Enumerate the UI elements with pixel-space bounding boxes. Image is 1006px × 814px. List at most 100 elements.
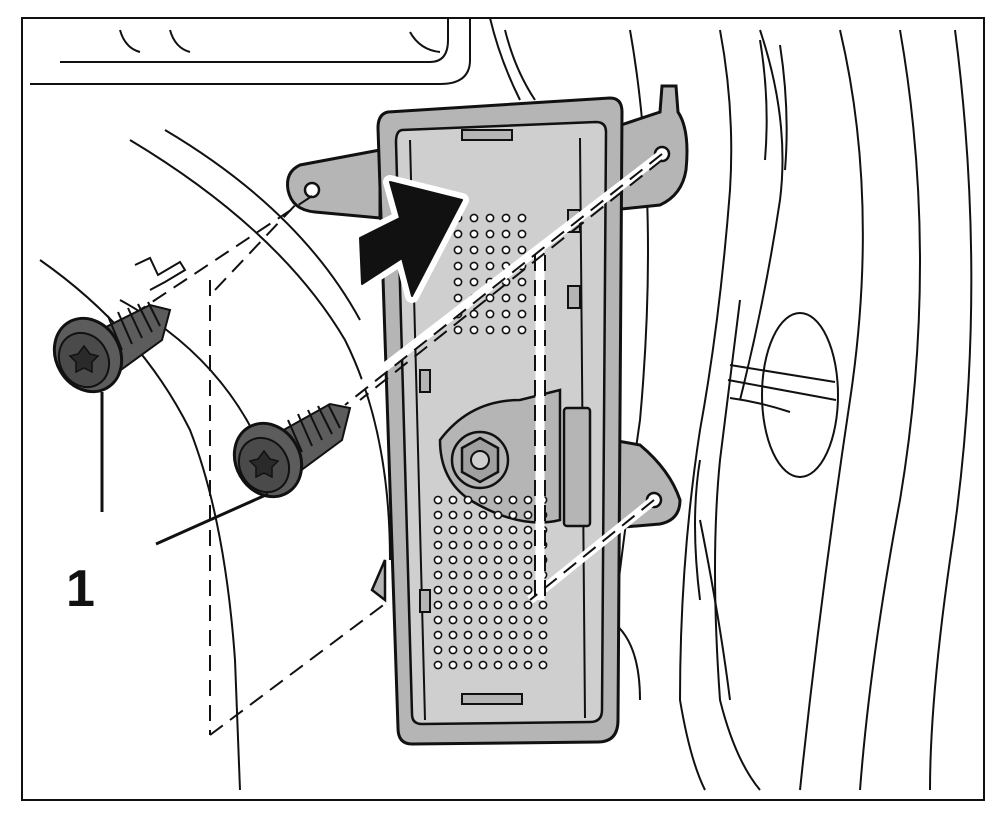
vent-hole xyxy=(463,645,473,655)
vent-hole xyxy=(508,555,518,565)
vent-hole xyxy=(469,277,479,287)
vent-hole xyxy=(469,245,479,255)
vent-hole xyxy=(469,261,479,271)
vent-hole xyxy=(478,660,488,670)
vent-hole xyxy=(493,645,503,655)
vent-hole xyxy=(478,525,488,535)
vent-hole xyxy=(478,555,488,565)
vent-hole xyxy=(469,325,479,335)
vent-hole xyxy=(433,660,443,670)
vent-hole xyxy=(493,495,503,505)
vent-hole xyxy=(517,213,527,223)
screw-upper xyxy=(52,301,172,394)
vent-hole xyxy=(448,600,458,610)
vent-hole xyxy=(433,540,443,550)
vent-hole xyxy=(508,645,518,655)
vent-hole xyxy=(463,600,473,610)
vent-hole xyxy=(463,510,473,520)
vent-hole xyxy=(523,510,533,520)
vent-hole xyxy=(517,325,527,335)
vent-hole xyxy=(463,525,473,535)
vent-hole xyxy=(478,600,488,610)
vent-hole xyxy=(493,600,503,610)
dashed-guides xyxy=(139,153,663,736)
vent-hole xyxy=(448,570,458,580)
vent-hole xyxy=(538,615,548,625)
vent-hole xyxy=(448,615,458,625)
vent-hole xyxy=(453,325,463,335)
control-module xyxy=(286,84,689,746)
vent-hole xyxy=(493,540,503,550)
vent-hole xyxy=(493,570,503,580)
vent-hole xyxy=(453,261,463,271)
vent-hole xyxy=(517,293,527,303)
vent-hole xyxy=(453,293,463,303)
vent-hole xyxy=(501,325,511,335)
vent-hole xyxy=(463,570,473,580)
vent-hole xyxy=(448,540,458,550)
screw-lower xyxy=(232,402,352,499)
vent-hole xyxy=(508,630,518,640)
vent-hole xyxy=(523,600,533,610)
vent-hole xyxy=(485,245,495,255)
vent-hole xyxy=(433,645,443,655)
vent-hole xyxy=(469,229,479,239)
vent-hole xyxy=(508,510,518,520)
vent-hole xyxy=(433,555,443,565)
vent-hole xyxy=(448,495,458,505)
vent-hole xyxy=(448,585,458,595)
vent-hole xyxy=(448,555,458,565)
vent-hole xyxy=(463,540,473,550)
vent-hole xyxy=(433,585,443,595)
vent-hole xyxy=(523,645,533,655)
vent-hole xyxy=(523,540,533,550)
vent-hole xyxy=(478,540,488,550)
vent-hole xyxy=(538,645,548,655)
callout-leaders xyxy=(100,392,269,546)
vent-hole xyxy=(463,555,473,565)
vent-hole xyxy=(433,615,443,625)
vent-hole xyxy=(508,495,518,505)
vent-hole xyxy=(517,309,527,319)
vent-hole xyxy=(508,600,518,610)
vent-hole xyxy=(478,495,488,505)
vent-hole xyxy=(433,495,443,505)
vent-hole xyxy=(538,600,548,610)
vent-hole xyxy=(433,510,443,520)
vent-hole xyxy=(478,585,488,595)
vent-hole xyxy=(463,660,473,670)
vent-hole xyxy=(485,309,495,319)
vent-hole xyxy=(453,277,463,287)
vent-hole xyxy=(501,309,511,319)
vent-hole xyxy=(523,555,533,565)
vent-hole xyxy=(469,213,479,223)
callout-label-1: 1 xyxy=(66,560,95,618)
vent-hole xyxy=(469,309,479,319)
vent-hole xyxy=(478,615,488,625)
vent-hole xyxy=(493,660,503,670)
vent-hole xyxy=(493,510,503,520)
vent-hole xyxy=(517,277,527,287)
install-direction-arrow xyxy=(353,175,469,303)
torx-recess-icon xyxy=(68,344,100,374)
vent-hole xyxy=(493,585,503,595)
vent-hole xyxy=(501,229,511,239)
vent-hole xyxy=(453,245,463,255)
torx-recess-icon xyxy=(248,449,280,479)
vent-hole xyxy=(501,213,511,223)
vent-hole xyxy=(485,261,495,271)
vent-hole xyxy=(493,555,503,565)
vent-hole xyxy=(493,525,503,535)
vent-hole xyxy=(523,525,533,535)
vent-hole xyxy=(485,229,495,239)
vent-hole xyxy=(448,525,458,535)
vent-hole xyxy=(433,525,443,535)
leader-line-lower-screw xyxy=(155,492,269,546)
vent-hole xyxy=(463,630,473,640)
vent-hole xyxy=(485,293,495,303)
module-right-tab-bottom xyxy=(610,438,682,530)
vent-hole xyxy=(478,570,488,580)
vent-hole xyxy=(508,540,518,550)
vent-hole xyxy=(508,585,518,595)
